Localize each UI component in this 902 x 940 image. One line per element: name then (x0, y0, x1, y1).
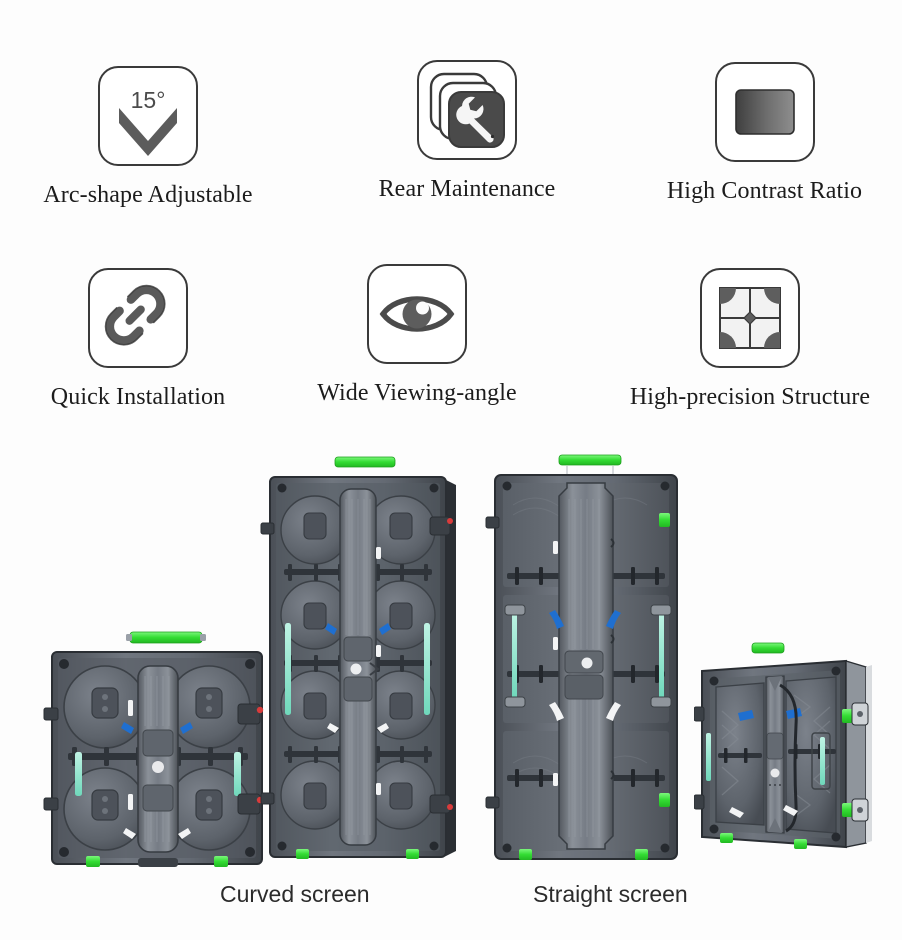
caption-curved-screen: Curved screen (220, 881, 370, 907)
side-connectors (43, 703, 264, 815)
feature-label-arc-shape: Arc-shape Adjustable (43, 182, 253, 208)
teal-strip-left (285, 623, 291, 715)
indicator-green-br (659, 793, 670, 807)
spine-button (770, 768, 780, 778)
small-curved-cabinet[interactable] (42, 630, 288, 880)
chain-link-bar (125, 305, 145, 325)
foot-green-right (794, 839, 807, 849)
foot-green-right (214, 856, 228, 867)
feature-label-high-precision: High-precision Structure (629, 384, 871, 410)
foot-green-left (519, 849, 532, 860)
foot-green-left (720, 833, 733, 843)
feature-label-rear-maintenance: Rear Maintenance (378, 176, 556, 202)
side-connectors (485, 516, 500, 809)
blue-connector-left (738, 710, 754, 721)
angled-straight-cabinet[interactable] (694, 625, 902, 880)
blue-connector-right (379, 623, 391, 635)
corner-br (764, 332, 780, 348)
contrast-gradient-rect (734, 89, 795, 135)
corner-tl (720, 288, 736, 304)
foot-green-left (296, 849, 309, 859)
blue-connector-left (549, 610, 564, 629)
spine-button (350, 663, 362, 675)
feature-high-precision-structure: High-precision Structure (630, 268, 870, 411)
tall-curved-cabinet[interactable] (258, 455, 468, 880)
grid-structure-icon (700, 268, 800, 368)
wrench-panels-icon (417, 60, 517, 160)
blue-connector-right (606, 610, 621, 629)
feature-wide-viewing-angle: Wide Viewing-angle (312, 264, 522, 407)
indicator-green-tr (659, 513, 670, 527)
foot-green-right (406, 849, 419, 859)
chain-link-right (126, 285, 165, 324)
feature-rear-maintenance: Rear Maintenance (367, 60, 567, 203)
side-connectors (260, 516, 453, 814)
feature-grid: 15° Arc-shape Adjustable Rear Maintenanc… (0, 0, 902, 435)
teal-strip-right (424, 623, 430, 715)
foot-green-right (635, 849, 648, 860)
contrast-screen-icon (714, 62, 815, 162)
chain-outline-right (127, 284, 166, 324)
top-handle-green (129, 631, 203, 644)
feature-label-high-contrast: High Contrast Ratio (666, 178, 863, 204)
center-diamond (743, 311, 757, 325)
cable (779, 683, 798, 833)
wrench-pivot-dot (490, 134, 495, 139)
eye-icon (367, 264, 467, 364)
caption-straight-screen: Straight screen (533, 881, 688, 907)
teal-strip-right (234, 752, 241, 796)
spine-button (152, 761, 164, 773)
teal-strip-left (706, 733, 711, 781)
arc-angle-badge-text: 15° (131, 87, 166, 113)
feature-label-wide-viewing-angle: Wide Viewing-angle (317, 380, 517, 406)
arc-angle-icon: 15° (98, 66, 198, 166)
blue-connector-right (786, 708, 802, 719)
corner-bl (720, 332, 736, 348)
chain-outline-left (104, 307, 144, 346)
chain-link-left (105, 306, 144, 345)
chevron-down-shape (119, 108, 177, 156)
indicator-green-tr (842, 709, 853, 723)
tall-straight-cabinet[interactable] (483, 453, 693, 881)
top-handle-green (334, 456, 396, 468)
feature-quick-installation: Quick Installation (38, 268, 238, 411)
side-connectors (842, 702, 869, 822)
blue-connector-left (325, 623, 337, 635)
blue-connector-right (180, 722, 193, 734)
eye-highlight (416, 301, 429, 315)
top-handle-green (558, 454, 622, 466)
foot-green-left (86, 856, 100, 867)
blue-connector-left (121, 722, 134, 734)
central-spine (137, 665, 179, 853)
feature-arc-shape-adjustable: 15° Arc-shape Adjustable (43, 66, 253, 209)
wrench-shape (456, 96, 494, 143)
teal-strip-right (659, 611, 664, 699)
teal-strip-left (75, 752, 82, 796)
feature-label-quick-installation: Quick Installation (50, 384, 226, 410)
eye-outline (379, 296, 455, 332)
panel-front (448, 91, 505, 148)
indicator-green-br (842, 803, 853, 817)
product-showcase: Curved screen Straight screen (0, 435, 902, 940)
corner-tr (764, 288, 780, 304)
chain-link-icon (88, 268, 188, 368)
top-handle-green (751, 642, 785, 654)
teal-strip-right (820, 737, 825, 785)
spine-button (581, 657, 593, 669)
feature-high-contrast-ratio: High Contrast Ratio (662, 62, 867, 205)
teal-strip-left (512, 611, 517, 699)
